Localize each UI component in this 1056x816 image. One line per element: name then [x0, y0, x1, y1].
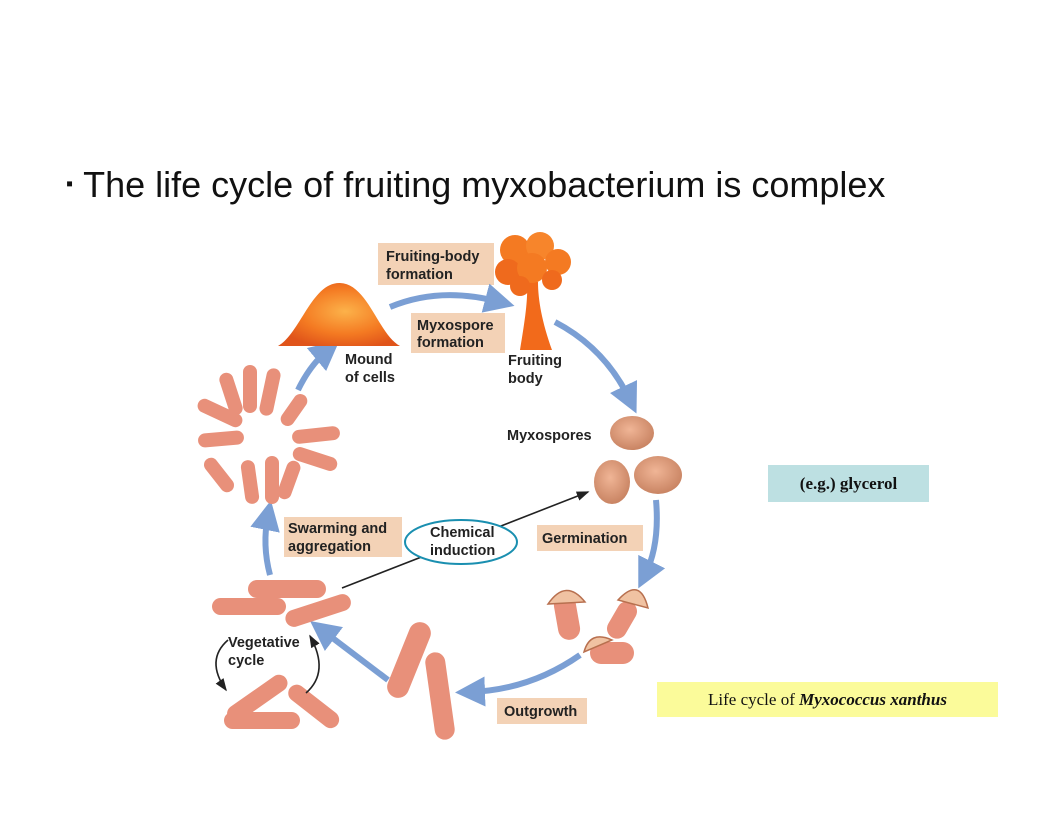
germinating-spores — [546, 589, 650, 664]
inducer-note: (e.g.) glycerol — [768, 465, 929, 502]
caption-prefix: Life cycle of — [708, 690, 800, 709]
label-chemical-induction-2: induction — [430, 543, 495, 559]
arrow-spores-to-germination — [638, 499, 666, 589]
arrow-mound-to-fruiting — [388, 283, 515, 313]
arrow-germination-to-outgrowth — [455, 652, 582, 707]
fruiting-body — [495, 232, 571, 350]
label-vegetative-2: cycle — [228, 653, 264, 669]
label-mound-1: Mound — [345, 352, 393, 368]
label-swarming-2: aggregation — [288, 539, 371, 555]
vegetative-cells — [212, 580, 351, 729]
label-myxospore-formation-1: Myxospore — [417, 318, 494, 334]
arrow-swarming-to-mound — [295, 340, 340, 392]
myxospores — [594, 416, 682, 504]
arrow-outgrowth-to-vegetative — [310, 620, 390, 683]
label-germination: Germination — [542, 531, 627, 547]
label-vegetative-1: Vegetative — [228, 635, 300, 651]
label-myxospores: Myxospores — [507, 428, 592, 444]
label-swarming-1: Swarming and — [288, 521, 387, 537]
slide-title-text: The life cycle of fruiting myxobacterium… — [83, 164, 886, 205]
bullet-icon: ▪ — [66, 173, 74, 195]
label-myxospore-formation-2: formation — [417, 335, 484, 351]
label-box-swarming — [284, 517, 402, 557]
label-outgrowth: Outgrowth — [504, 704, 577, 720]
diagram-caption: Life cycle of Myxococcus xanthus — [657, 682, 998, 717]
label-box-outgrowth — [497, 698, 587, 724]
aggregating-cells — [197, 365, 340, 504]
outgrowth-cells — [387, 622, 455, 740]
caption-species: Myxococcus xanthus — [799, 690, 947, 709]
arrow-fruiting-to-spores — [553, 319, 638, 414]
label-chemical-induction-1: Chemical — [430, 525, 494, 541]
label-box-myxospore-formation — [411, 313, 505, 353]
arrow-vegetative-to-swarming — [250, 500, 280, 576]
label-fruiting-body-1: Fruiting — [508, 353, 562, 369]
label-mound-2: of cells — [345, 370, 395, 386]
label-box-fruiting-body-formation — [378, 243, 494, 285]
label-fruiting-body-formation-1: Fruiting-body — [386, 249, 479, 265]
label-box-germination — [537, 525, 643, 551]
chemical-induction-ellipse — [404, 519, 518, 565]
slide-title: ▪ The life cycle of fruiting myxobacteriu… — [66, 164, 885, 206]
mound-of-cells — [278, 282, 400, 346]
label-fruiting-body-2: body — [508, 371, 543, 387]
label-fruiting-body-formation-2: formation — [386, 267, 453, 283]
